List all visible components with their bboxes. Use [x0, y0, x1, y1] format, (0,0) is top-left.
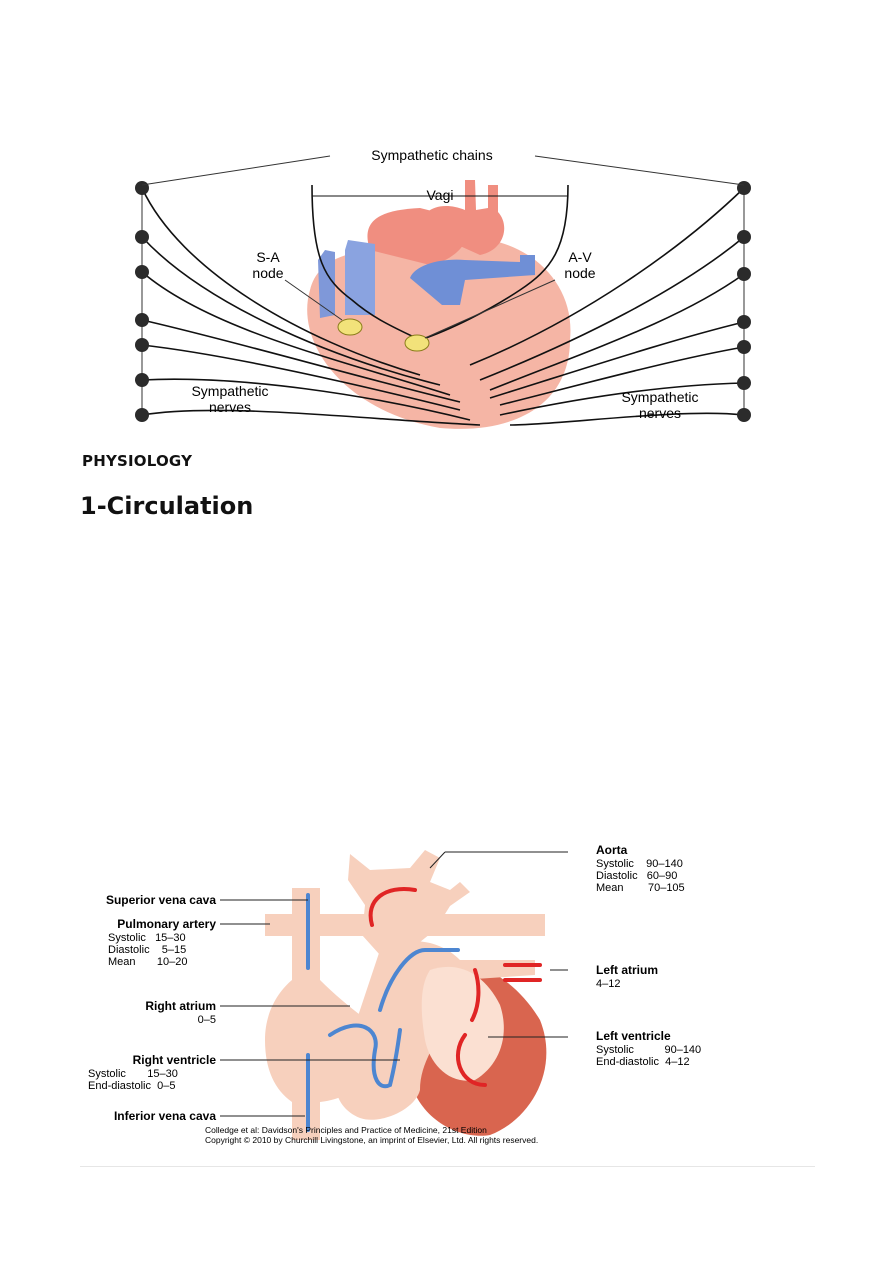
section-title: 1-Circulation: [80, 492, 254, 520]
inferior-vena-cava-label: Inferior vena cava: [114, 1109, 216, 1123]
right-ventricle-label: Right ventricle: [133, 1053, 217, 1067]
cardiac-innervation-figure: Sympathetic chains Vagi S-A node A-V nod…: [135, 147, 751, 429]
credit-line-2: Copyright © 2010 by Churchill Livingston…: [205, 1135, 538, 1145]
sympathetic-nerves-right-1: Sympathetic: [621, 389, 698, 405]
pulmonary-artery-label: Pulmonary artery: [117, 917, 216, 931]
ganglion-markers: [135, 181, 751, 422]
left-ventricle-systolic: Systolic 90–140: [596, 1044, 701, 1056]
heart-illustration: [307, 180, 571, 429]
heart-pressures-figure: Aorta Systolic 90–140 Diastolic 60–90 Me…: [88, 843, 701, 1145]
pulmonary-artery-diastolic: Diastolic 5–15: [108, 944, 186, 956]
aorta-systolic: Systolic 90–140: [596, 858, 683, 870]
sa-node-marker: [337, 318, 363, 336]
right-ventricle-end-diastolic: End-diastolic 0–5: [88, 1080, 175, 1092]
left-ventricle-end-diastolic: End-diastolic 4–12: [596, 1056, 690, 1068]
credit-line-1: Colledge et al: Davidson's Principles an…: [205, 1125, 487, 1135]
sa-node-label-1: S-A: [256, 249, 280, 265]
superior-vena-cava-label: Superior vena cava: [106, 893, 216, 907]
footer-divider: [80, 1166, 815, 1167]
vagi-label: Vagi: [427, 187, 454, 203]
aorta-diastolic: Diastolic 60–90: [596, 870, 677, 882]
right-atrium-value: 0–5: [198, 1014, 216, 1026]
right-atrium-label: Right atrium: [145, 999, 216, 1013]
sympathetic-nerves-left-1: Sympathetic: [191, 383, 268, 399]
aorta-label: Aorta: [596, 843, 628, 857]
sa-node-label-2: node: [252, 265, 283, 281]
left-atrium-label: Left atrium: [596, 963, 658, 977]
av-node-label-2: node: [564, 265, 595, 281]
sympathetic-nerves-right-2: nerves: [639, 405, 681, 421]
right-ventricle-systolic: Systolic 15–30: [88, 1068, 178, 1080]
pulmonary-artery-mean: Mean 10–20: [108, 956, 188, 968]
av-node-marker: [404, 334, 430, 352]
left-ventricle-label: Left ventricle: [596, 1029, 671, 1043]
heart-cross-section: [265, 850, 547, 1140]
left-atrium-value: 4–12: [596, 978, 620, 990]
pulmonary-artery-systolic: Systolic 15–30: [108, 932, 186, 944]
section-label: PHYSIOLOGY: [82, 452, 193, 470]
sympathetic-chains-label: Sympathetic chains: [371, 147, 492, 163]
aorta-mean: Mean 70–105: [596, 882, 685, 894]
sympathetic-nerves-left-2: nerves: [209, 399, 251, 415]
av-node-label-1: A-V: [568, 249, 592, 265]
